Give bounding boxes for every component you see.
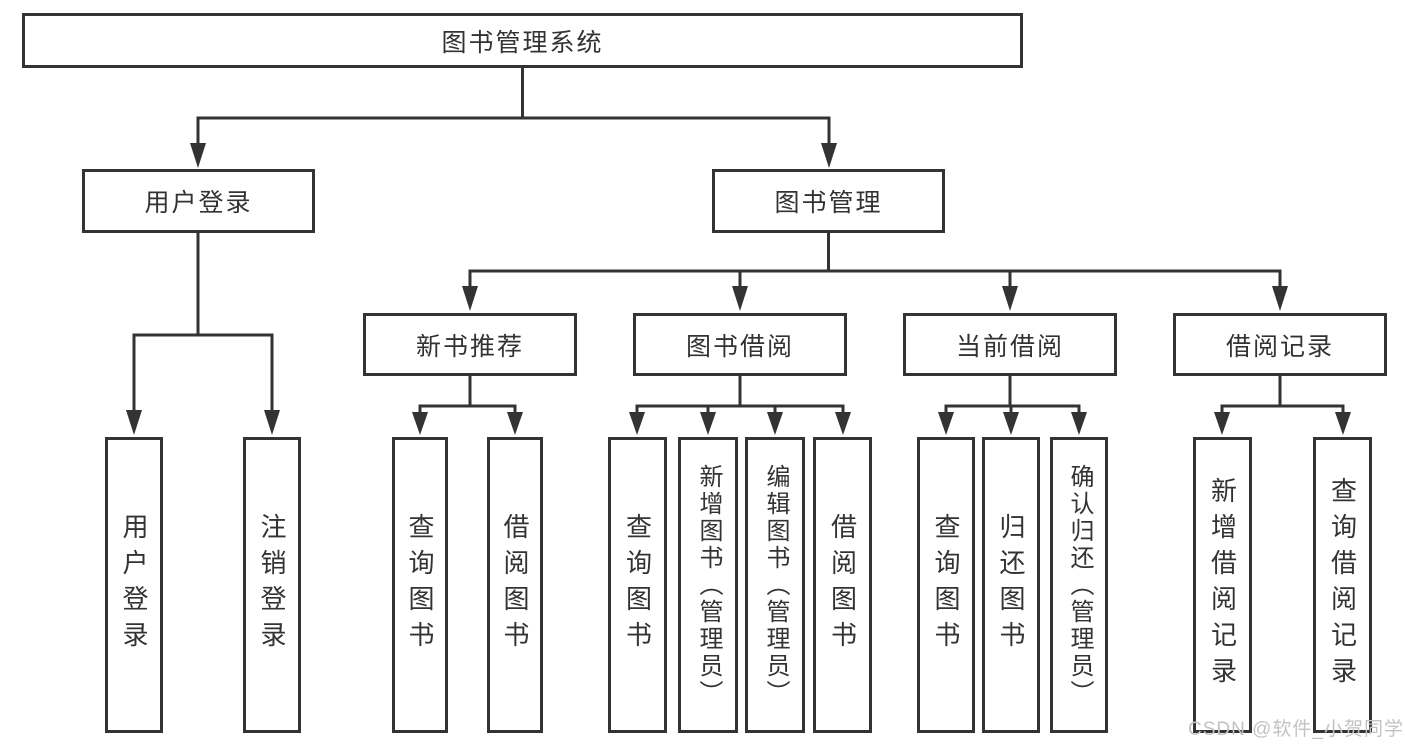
connector-borrow-records-to-leaves	[1214, 374, 1351, 435]
leaf-bb-borrow-books-label: 借阅图书	[827, 513, 858, 657]
leaf-br-add-record: 新增借阅记录	[1193, 437, 1252, 733]
leaf-cb-query-books-label: 查询图书	[931, 513, 961, 657]
leaf-bb-borrow-books: 借阅图书	[813, 437, 872, 733]
leaf-bb-edit-books-admin-label: 编辑图书（管理员）	[762, 463, 789, 707]
node-borrowing-records: 借阅记录	[1173, 313, 1387, 376]
leaf-bb-query-books-label: 查询图书	[622, 513, 653, 657]
leaf-cb-query-books: 查询图书	[917, 437, 975, 733]
csdn-watermark: CSDN @软件_小贺同学	[1188, 719, 1404, 740]
node-book-management: 图书管理	[712, 169, 945, 233]
leaf-logout: 注销登录	[243, 437, 301, 733]
leaf-nbr-query-books: 查询图书	[392, 437, 448, 733]
leaf-bb-add-books-admin-label: 新增图书（管理员）	[695, 463, 722, 707]
node-book-management-label: 图书管理	[774, 189, 883, 217]
node-current-borrowing-label: 当前借阅	[955, 332, 1064, 361]
leaf-user-login: 用户登录	[105, 437, 163, 733]
leaf-cb-confirm-return-admin-label: 确认归还（管理员）	[1066, 463, 1093, 707]
node-borrowing-records-label: 借阅记录	[1225, 332, 1334, 361]
connector-new-book-rec-to-leaves	[412, 374, 523, 435]
connector-book-mgmt-to-modules	[462, 231, 1288, 311]
leaf-bb-add-books-admin: 新增图书（管理员）	[678, 437, 738, 733]
leaf-nbr-query-books-label: 查询图书	[405, 513, 435, 657]
node-book-borrowing-label: 图书借阅	[685, 332, 794, 361]
leaf-cb-return-books-label: 归还图书	[996, 513, 1026, 657]
leaf-bb-query-books: 查询图书	[608, 437, 667, 733]
node-root-label: 图书管理系统	[441, 28, 604, 57]
leaf-cb-return-books: 归还图书	[982, 437, 1040, 733]
node-new-book-recommend-label: 新书推荐	[415, 332, 524, 361]
node-current-borrowing: 当前借阅	[903, 313, 1117, 376]
connector-root-to-branches	[190, 66, 837, 168]
node-user-login-branch: 用户登录	[82, 169, 315, 233]
leaf-logout-label: 注销登录	[257, 513, 287, 657]
leaf-br-add-record-label: 新增借阅记录	[1207, 477, 1238, 693]
leaf-br-query-record-label: 查询借阅记录	[1327, 477, 1358, 693]
leaf-nbr-borrow-books: 借阅图书	[487, 437, 543, 733]
leaf-user-login-label: 用户登录	[119, 513, 149, 657]
node-user-login-branch-label: 用户登录	[144, 189, 253, 217]
leaf-bb-edit-books-admin: 编辑图书（管理员）	[745, 437, 805, 733]
node-new-book-recommend: 新书推荐	[363, 313, 577, 376]
node-book-borrowing: 图书借阅	[633, 313, 847, 376]
node-root-library-system: 图书管理系统	[22, 13, 1023, 68]
connector-current-borrow-to-leaves	[938, 374, 1087, 435]
connector-book-borrow-to-leaves	[629, 374, 851, 435]
leaf-nbr-borrow-books-label: 借阅图书	[500, 513, 530, 657]
leaf-cb-confirm-return-admin: 确认归还（管理员）	[1050, 437, 1108, 733]
connector-user-login-to-leaves	[126, 231, 280, 435]
leaf-br-query-record: 查询借阅记录	[1313, 437, 1372, 733]
